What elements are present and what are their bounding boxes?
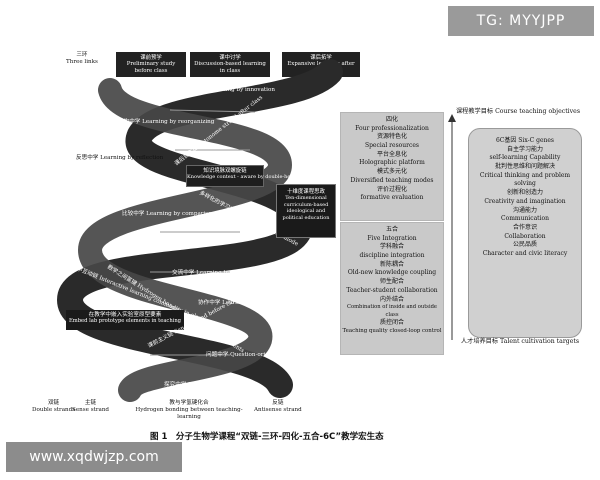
six-c-line: 沟通能力 xyxy=(512,206,537,214)
hydrogen-bonds xyxy=(150,109,256,356)
five-line: Old-new knowledge coupling xyxy=(347,269,437,277)
six-c-line: Collaboration xyxy=(504,232,546,240)
lab-prototype-box: 在教学中嵌入实验室原型要素 Embed lab prototype elemen… xyxy=(66,310,184,330)
banner-pre-class-en: Preliminary study before class xyxy=(126,61,176,74)
antisense-strand xyxy=(77,78,293,402)
knowledge-context-en: Knowledge context - aware by double-heli… xyxy=(187,174,297,180)
four-heading: 四化 xyxy=(385,116,398,123)
four-line: 资源特色化 xyxy=(376,133,407,141)
six-c-line: 合作意识 xyxy=(512,223,537,231)
five-heading: 五合 xyxy=(385,226,398,233)
banner-in-class-cn: 课中讨学 xyxy=(219,55,241,61)
antisense-strand-en: Antisense strand xyxy=(254,406,302,413)
watermark-bottom: www.xqdwjzp.com xyxy=(6,442,182,472)
four-line: 模式多元化 xyxy=(376,168,407,176)
three-links-label: 三环 Three links xyxy=(66,52,98,66)
banner-in-class-en: Discussion-based learning in class xyxy=(194,61,266,74)
four-line: 评价过程化 xyxy=(376,185,407,193)
label-teaching: 探究中学 Learning by teaching xyxy=(164,382,249,388)
six-c-line: Critical thinking and problem solving xyxy=(479,171,571,188)
four-line: Special resources xyxy=(364,142,420,150)
bottom-double-strands: 双链 Double strands xyxy=(32,400,75,414)
six-c-line: 创新和创造力 xyxy=(506,189,543,197)
figure-caption: 图 1 分子生物学课程“双链-三环-四化-五合-6C”教学宏生态 xyxy=(150,432,384,442)
sense-strand-cn: 主链 xyxy=(84,400,97,406)
label-communicating: 交流中学 Learning by communicating xyxy=(172,270,276,276)
six-c-line: Creativity and imagination xyxy=(484,197,566,205)
four-line: formative evaluation xyxy=(360,194,424,202)
four-line: Four professionalization xyxy=(355,124,429,132)
objective-arrow xyxy=(448,114,456,340)
six-c-line: 自主学习能力 xyxy=(506,145,543,153)
six-c-line: Character and civic literacy xyxy=(482,249,568,257)
five-line: 新陈耦合 xyxy=(379,260,404,268)
bottom-sense-strand: 主链 Sense strand xyxy=(72,400,109,414)
five-line: 质控闭合 xyxy=(379,319,404,327)
six-c-line: self-learning Capability xyxy=(489,154,561,162)
double-strands-en: Double strands xyxy=(32,406,76,413)
banner-pre-class-cn: 课前预学 xyxy=(140,55,162,61)
five-line: Five Integration xyxy=(367,234,417,242)
three-links-cn: 三环 xyxy=(76,52,88,58)
ten-dimensional-en: Ten-dimensional curriculum-based ideolog… xyxy=(282,195,330,221)
six-c-genes-panel: 6C基因 Six-C genes 自主学习能力 self-learning Ca… xyxy=(468,128,582,338)
label-innovation: 创新中学 Learning by innovation xyxy=(185,87,275,93)
label-reorganizing: 重构中学 Learning by reorganizing xyxy=(118,119,215,125)
six-c-line: 6C基因 Six-C genes xyxy=(495,137,555,144)
banner-pre-class: 课前预学 Preliminary study before class xyxy=(116,52,186,78)
label-association: 关联中学 Learning by association xyxy=(122,240,214,246)
five-line: 师生配合 xyxy=(379,278,404,286)
knowledge-context-cn: 知识境脉双螺旋链 xyxy=(203,168,247,174)
five-line: Teacher-student collaboration xyxy=(346,286,438,294)
talent-targets-label: 人才培养目标 Talent cultivation targets xyxy=(460,338,580,345)
five-line: Teaching quality closed-loop control xyxy=(342,327,442,334)
lab-prototype-cn: 在教学中嵌入实验室原型要素 xyxy=(88,312,162,318)
bottom-antisense-strand: 反链 Antisense strand xyxy=(254,400,302,414)
three-links-en: Three links xyxy=(66,58,98,65)
five-line: discipline integration xyxy=(359,252,425,260)
ten-dimensional-box: 十维度课程思政 Ten-dimensional curriculum-based… xyxy=(276,184,336,238)
hydrogen-bonding-en: Hydrogen bonding between teaching-learni… xyxy=(135,406,243,420)
six-c-line: 公民品质 xyxy=(512,241,537,249)
six-c-line: Communication xyxy=(501,215,549,223)
sense-strand-en: Sense strand xyxy=(72,406,110,413)
hydrogen-bonding-cn: 教与学氢键化合 xyxy=(169,400,209,406)
banner-in-class: 课中讨学 Discussion-based learning in class xyxy=(190,52,270,78)
course-objectives-label: 课程教学目标 Course teaching objectives xyxy=(455,108,580,115)
label-reflection: 反思中学 Learning by reflection xyxy=(76,155,164,161)
label-question-oriented: 问题中学 Question-oriented learning xyxy=(206,352,307,358)
watermark-top: TG: MYYJPP xyxy=(448,6,594,36)
four-professionalization-box: 四化 Four professionalization 资源特色化 Specia… xyxy=(340,112,444,221)
four-line: Diversified teaching modes xyxy=(350,176,434,184)
lab-prototype-en: Embed lab prototype elements in teaching xyxy=(69,318,181,324)
antisense-strand-cn: 反链 xyxy=(272,400,284,406)
bottom-hydrogen-bonding: 教与学氢键化合 Hydrogen bonding between teachin… xyxy=(130,400,248,421)
banner-after-class-cn: 课后拓学 xyxy=(310,55,332,61)
five-line: 内外结合 xyxy=(379,295,404,303)
five-line: Combination of inside and outside class xyxy=(347,304,437,318)
six-c-line: 批判性思维和问题解决 xyxy=(494,163,555,171)
label-collaboration: 协作中学 Learning by collaboration xyxy=(198,300,296,306)
five-line: 学科融合 xyxy=(379,243,404,251)
double-strands-cn: 双链 xyxy=(47,400,60,406)
five-integration-box: 五合 Five Integration 学科融合 discipline inte… xyxy=(340,222,444,355)
label-comparison: 比较中学 Learning by comparison xyxy=(122,211,216,217)
four-line: 平台全息化 xyxy=(376,150,407,158)
four-line: Holographic platform xyxy=(359,159,425,167)
knowledge-context-box: 知识境脉双螺旋链 Knowledge context - aware by do… xyxy=(186,165,297,187)
ten-dimensional-cn: 十维度课程思政 xyxy=(287,189,325,195)
